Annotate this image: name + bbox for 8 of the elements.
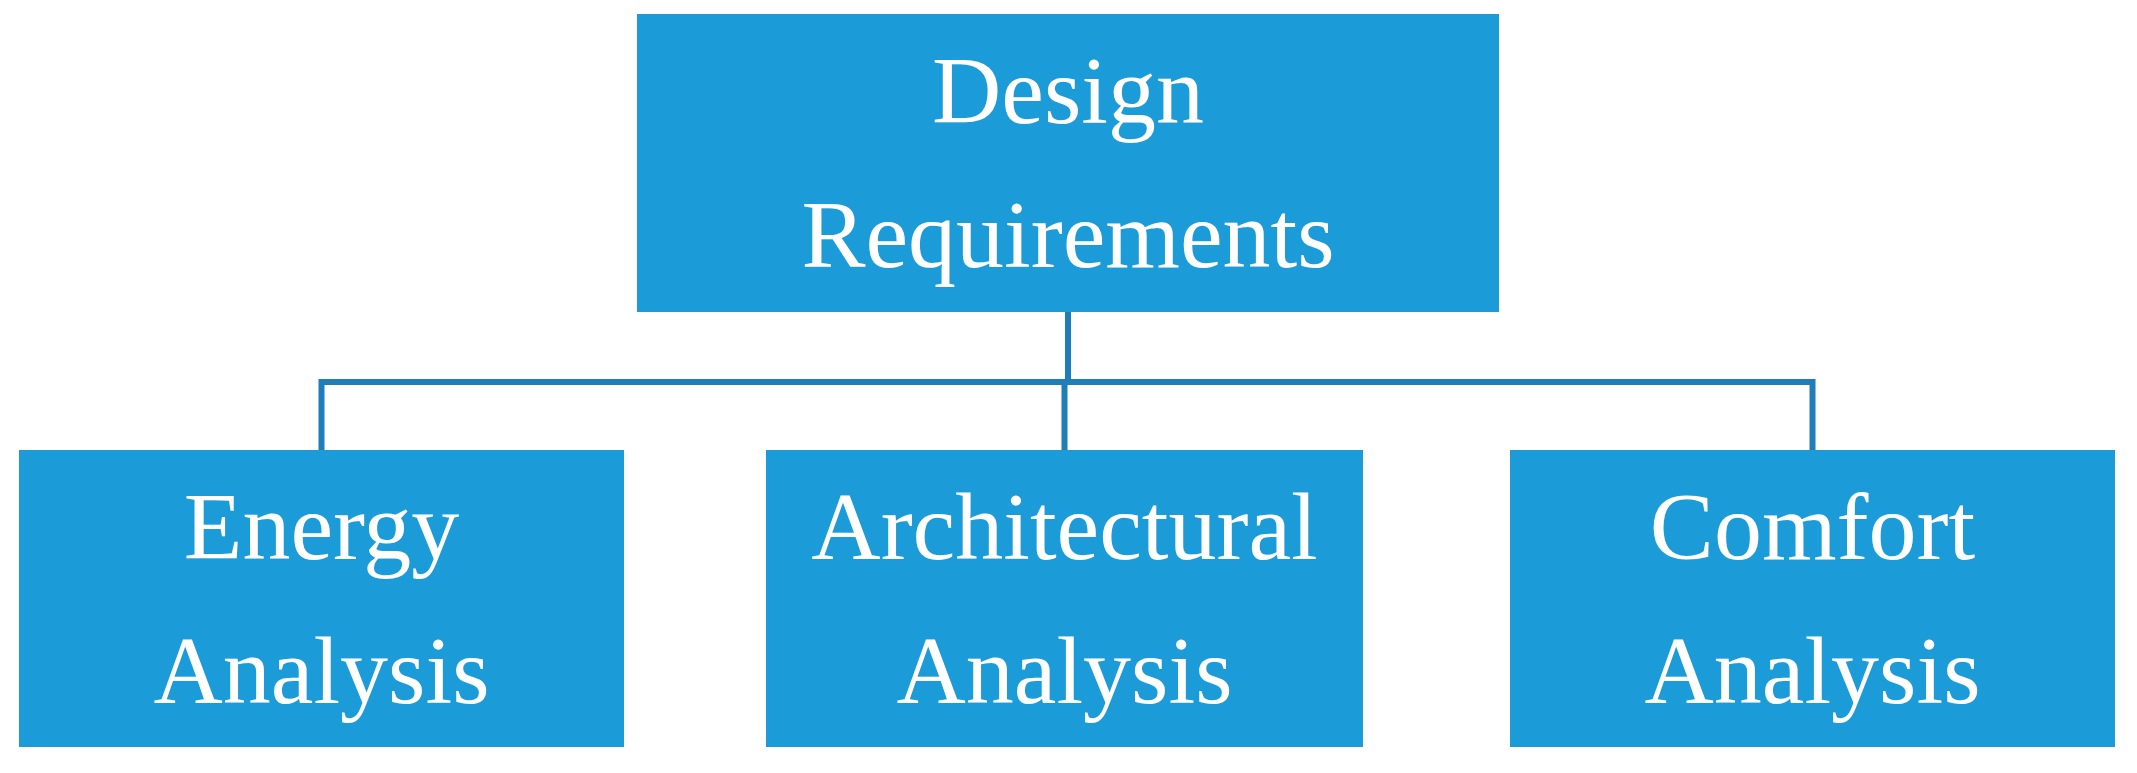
box-label: Comfort Analysis — [1643, 471, 1982, 726]
box-label: Architectural Analysis — [810, 471, 1319, 726]
process-box — [1510, 450, 2115, 747]
process-box — [637, 14, 1499, 312]
process-box — [19, 450, 624, 747]
box-label: Energy Analysis — [152, 471, 491, 726]
process-box — [766, 450, 1363, 747]
box-label: Design Requirements — [800, 36, 1336, 290]
